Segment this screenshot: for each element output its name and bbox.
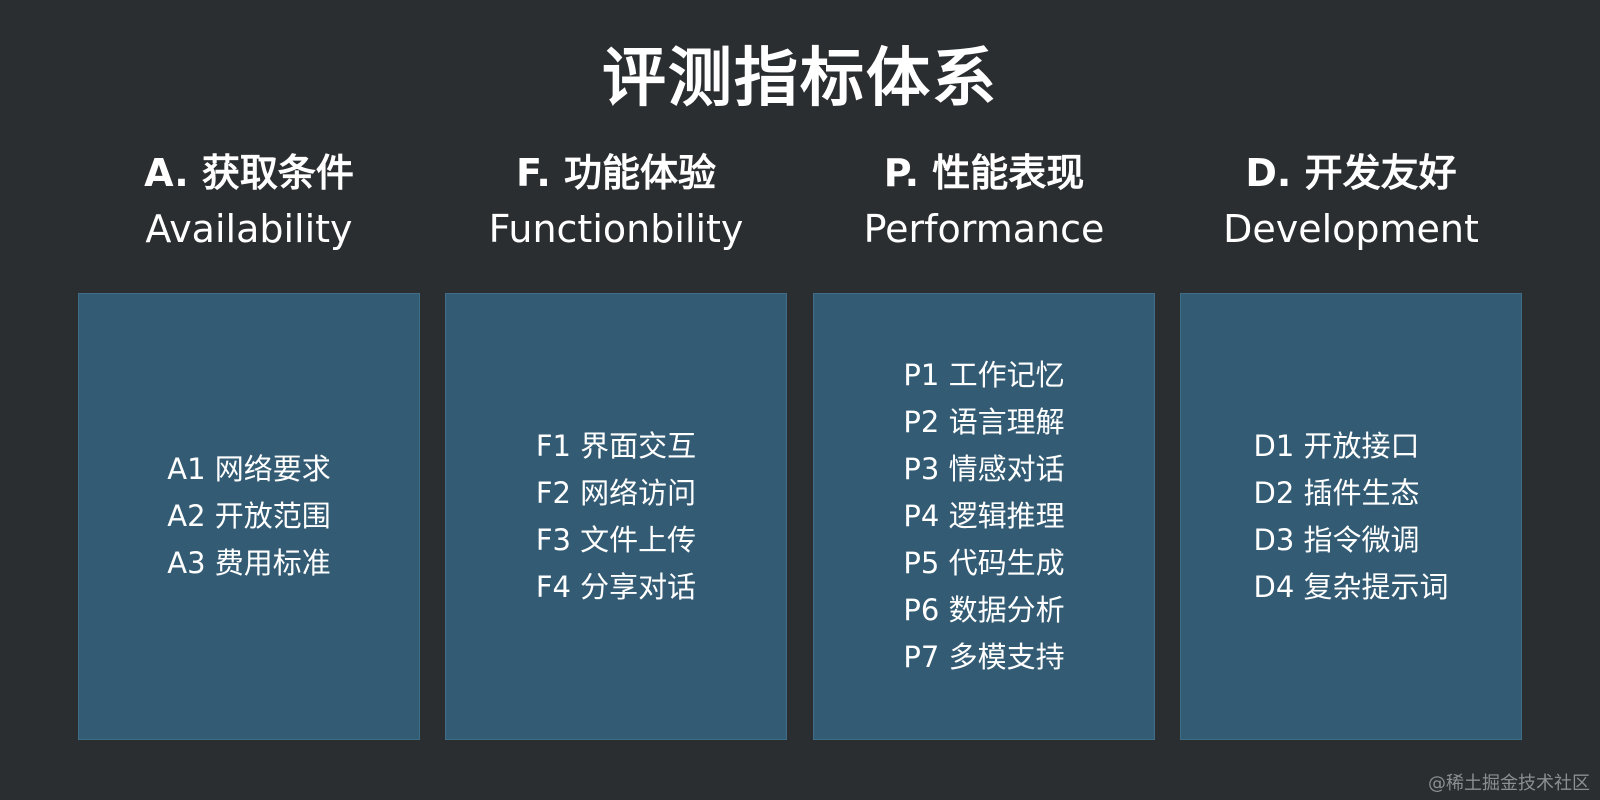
list-item: D3 指令微调 xyxy=(1253,522,1420,557)
list-item: P3 情感对话 xyxy=(903,452,1065,486)
column-heading-functionbility: F. 功能体验 Functionbility xyxy=(445,146,787,256)
list-item: P6 数据分析 xyxy=(903,593,1065,627)
column-heading-zh: A. 获取条件 xyxy=(144,151,354,195)
list-item: A1 网络要求 xyxy=(167,452,331,486)
page-title: 评测指标体系 xyxy=(602,42,998,116)
column-heading-en: Functionbility xyxy=(488,207,744,251)
list-item: P1 工作记忆 xyxy=(903,358,1065,392)
watermark: @稀土掘金技术社区 xyxy=(1428,773,1590,794)
column-heading-availability: A. 获取条件 Availability xyxy=(78,146,420,256)
column-heading-zh: P. 性能表现 xyxy=(883,151,1085,195)
column-heading-en: Development xyxy=(1223,207,1479,251)
item-list: A1 网络要求 A2 开放范围 A3 费用标准 xyxy=(167,446,331,587)
list-item: A3 费用标准 xyxy=(167,546,331,580)
list-item: F3 文件上传 xyxy=(535,522,697,557)
list-item: A2 开放范围 xyxy=(167,499,331,533)
column-heading-development: D. 开发友好 Development xyxy=(1180,146,1522,256)
column-heading-zh: D. 开发友好 xyxy=(1245,151,1457,195)
item-list: D1 开放接口 D2 插件生态 D3 指令微调 D4 复杂提示词 xyxy=(1254,423,1449,611)
list-item: P7 多模支持 xyxy=(903,640,1065,674)
list-item: F1 界面交互 xyxy=(535,428,697,463)
column-heading-performance: P. 性能表现 Performance xyxy=(813,146,1155,256)
list-item: P5 代码生成 xyxy=(903,546,1065,580)
list-item: D4 复杂提示词 xyxy=(1253,569,1449,604)
list-item: F2 网络访问 xyxy=(535,475,697,510)
card-performance: P1 工作记忆 P2 语言理解 P3 情感对话 P4 逻辑推理 P5 代码生成 … xyxy=(813,293,1155,740)
column-heading-zh: F. 功能体验 xyxy=(515,151,717,195)
list-item: D2 插件生态 xyxy=(1253,475,1420,510)
card-availability: A1 网络要求 A2 开放范围 A3 费用标准 xyxy=(78,293,420,740)
item-list: P1 工作记忆 P2 语言理解 P3 情感对话 P4 逻辑推理 P5 代码生成 … xyxy=(903,352,1064,681)
column-heading-en: Performance xyxy=(863,207,1105,251)
card-development: D1 开放接口 D2 插件生态 D3 指令微调 D4 复杂提示词 xyxy=(1180,293,1522,740)
item-list: F1 界面交互 F2 网络访问 F3 文件上传 F4 分享对话 xyxy=(536,423,696,611)
card-functionbility: F1 界面交互 F2 网络访问 F3 文件上传 F4 分享对话 xyxy=(445,293,787,740)
list-item: F4 分享对话 xyxy=(535,569,697,604)
list-item: P4 逻辑推理 xyxy=(903,499,1065,533)
list-item: D1 开放接口 xyxy=(1253,428,1420,463)
column-heading-en: Availability xyxy=(145,207,353,251)
list-item: P2 语言理解 xyxy=(903,405,1065,439)
